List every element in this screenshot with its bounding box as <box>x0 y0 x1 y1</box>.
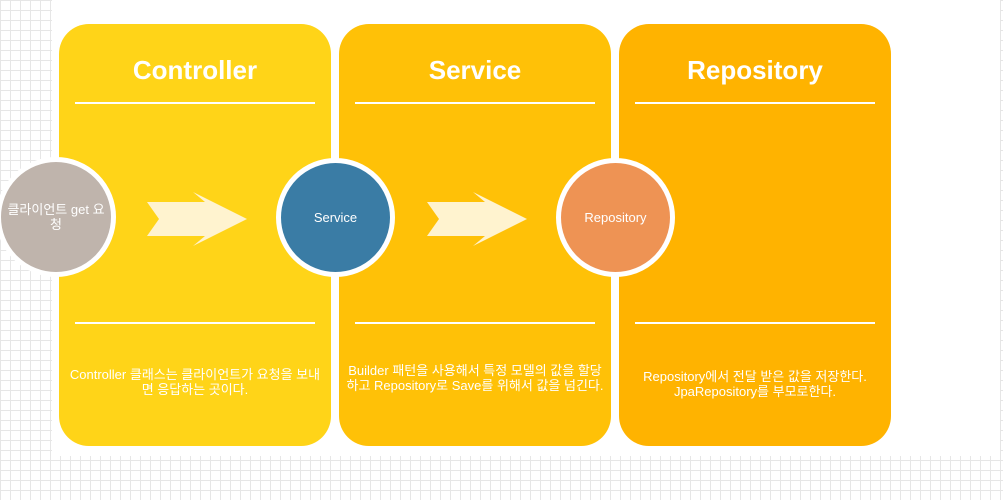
repository-top-divider <box>635 102 875 104</box>
right-arrow-icon <box>147 192 247 246</box>
controller-bottom-divider <box>75 322 315 324</box>
repository-bottom-divider <box>635 322 875 324</box>
repository-node-label: Repository <box>584 210 647 225</box>
repository-title: Repository <box>687 55 823 85</box>
controller-description: Controller 클래스는 클라이언트가 요청을 보내면 응답하는 곳이다. <box>69 367 321 397</box>
right-arrow-icon <box>427 192 527 246</box>
service-title: Service <box>428 55 522 85</box>
service-description: Builder 패턴을 사용해서 특정 모델의 값을 할당하고 Reposito… <box>346 363 604 393</box>
client-request-label: 클라이언트 get 요청 <box>7 202 105 232</box>
repository-description: Repository에서 전달 받은 값을 저장한다. JpaRepositor… <box>643 369 867 399</box>
repository-node: Repository <box>556 158 675 277</box>
service-top-divider <box>355 102 595 104</box>
service-node: Service <box>276 158 395 277</box>
service-node-label: Service <box>313 210 358 225</box>
service-bottom-divider <box>355 322 595 324</box>
client-request-node: 클라이언트 get 요청 <box>0 157 116 277</box>
controller-top-divider <box>75 102 315 104</box>
controller-title: Controller <box>132 55 258 85</box>
